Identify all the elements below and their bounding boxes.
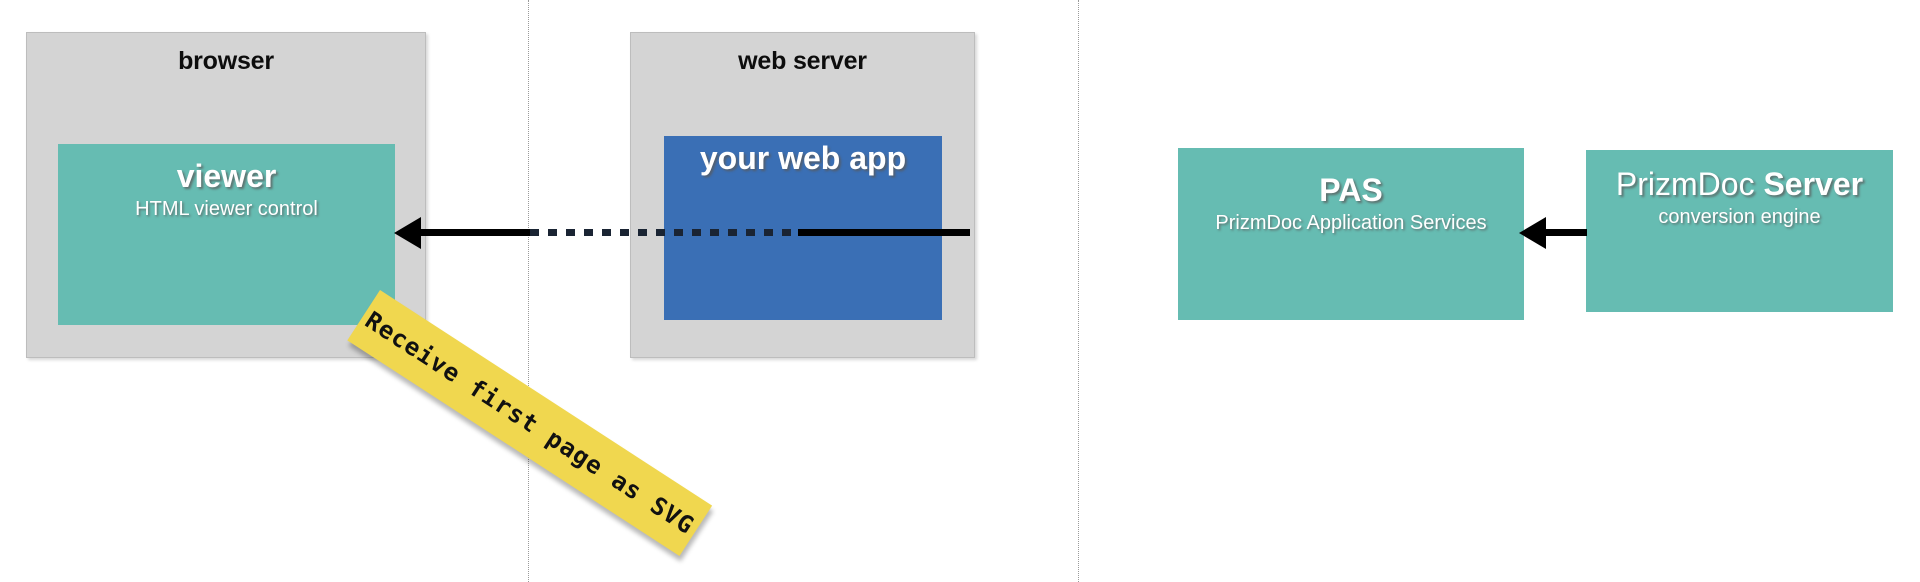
container-browser-label: browser [178,47,274,75]
component-prizmdoc-server-title-bold: Server [1763,166,1864,202]
arrow-pas-to-viewer-shaft-left [420,229,530,236]
component-prizmdoc-server-subtitle: conversion engine [1658,205,1821,228]
component-your-web-app: your web app [664,136,942,320]
swimlane-guide-line-2 [1078,0,1079,582]
swimlane-guide-line-1 [528,0,529,582]
component-viewer: viewer HTML viewer control [58,144,395,325]
component-pas: PAS PrizmDoc Application Services [1178,148,1524,320]
arrow-server-to-pas-head [1519,217,1546,249]
arrow-pas-to-viewer-head [394,217,421,249]
component-prizmdoc-server: PrizmDoc Server conversion engine [1586,150,1893,312]
component-pas-subtitle: PrizmDoc Application Services [1215,211,1487,234]
arrow-server-to-pas-shaft [1545,229,1587,236]
component-your-web-app-title: your web app [699,140,907,176]
arrow-pas-to-viewer-shaft-dotted [530,229,800,236]
component-viewer-title: viewer [176,158,277,194]
arrow-pas-to-viewer-shaft-right [798,229,970,236]
component-prizmdoc-server-title: PrizmDoc Server [1615,166,1864,202]
container-web-server-label: web server [738,47,867,75]
component-pas-title: PAS [1319,172,1383,208]
component-viewer-subtitle: HTML viewer control [135,197,318,220]
component-prizmdoc-server-title-light: PrizmDoc [1615,166,1764,202]
